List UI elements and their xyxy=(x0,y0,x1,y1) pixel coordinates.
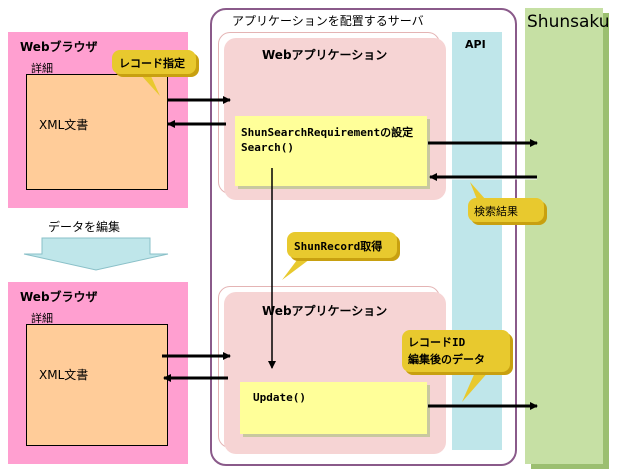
callout-record-id-label1: レコードID xyxy=(408,336,466,349)
callout-search-result xyxy=(468,198,544,222)
webapp-top-line1: ShunSearchRequirementの設定 xyxy=(241,126,414,139)
xml-doc-bottom xyxy=(26,324,168,446)
browser-bottom-title: Webブラウザ xyxy=(20,290,98,304)
webapp-top-line2: Search() xyxy=(241,141,294,154)
edit-step-label: データを編集 xyxy=(48,220,121,234)
server-title: アプリケーションを配置するサーバ xyxy=(232,14,424,28)
browser-top-detail: 詳細 xyxy=(31,62,53,75)
xml-doc-bottom-label: XML文書 xyxy=(39,368,89,382)
xml-doc-top-label: XML文書 xyxy=(39,118,89,132)
webapp-bottom-note xyxy=(240,382,427,434)
webapp-top-title: Webアプリケーション xyxy=(262,48,388,62)
webapp-bottom-line1: Update() xyxy=(253,391,306,404)
callout-shunrecord xyxy=(287,232,397,258)
browser-top-title: Webブラウザ xyxy=(20,40,98,54)
callout-record-id-label2: 編集後のデータ xyxy=(408,353,485,366)
xml-doc-top xyxy=(26,74,168,190)
callout-search-result-label: 検索結果 xyxy=(474,205,518,218)
webapp-bottom-title: Webアプリケーション xyxy=(262,304,388,318)
webapp-top-note xyxy=(235,116,427,186)
browser-bottom-detail: 詳細 xyxy=(31,312,53,325)
edit-down-arrow xyxy=(23,237,169,271)
callout-record-spec xyxy=(112,50,196,74)
shunsaku-column xyxy=(525,8,603,464)
api-label: API xyxy=(465,38,486,51)
shunsaku-label: Shunsaku xyxy=(527,12,610,32)
callout-shunrecord-label: ShunRecord取得 xyxy=(294,240,383,253)
callout-record-id xyxy=(402,330,510,372)
callout-record-spec-label: レコード指定 xyxy=(119,57,185,70)
